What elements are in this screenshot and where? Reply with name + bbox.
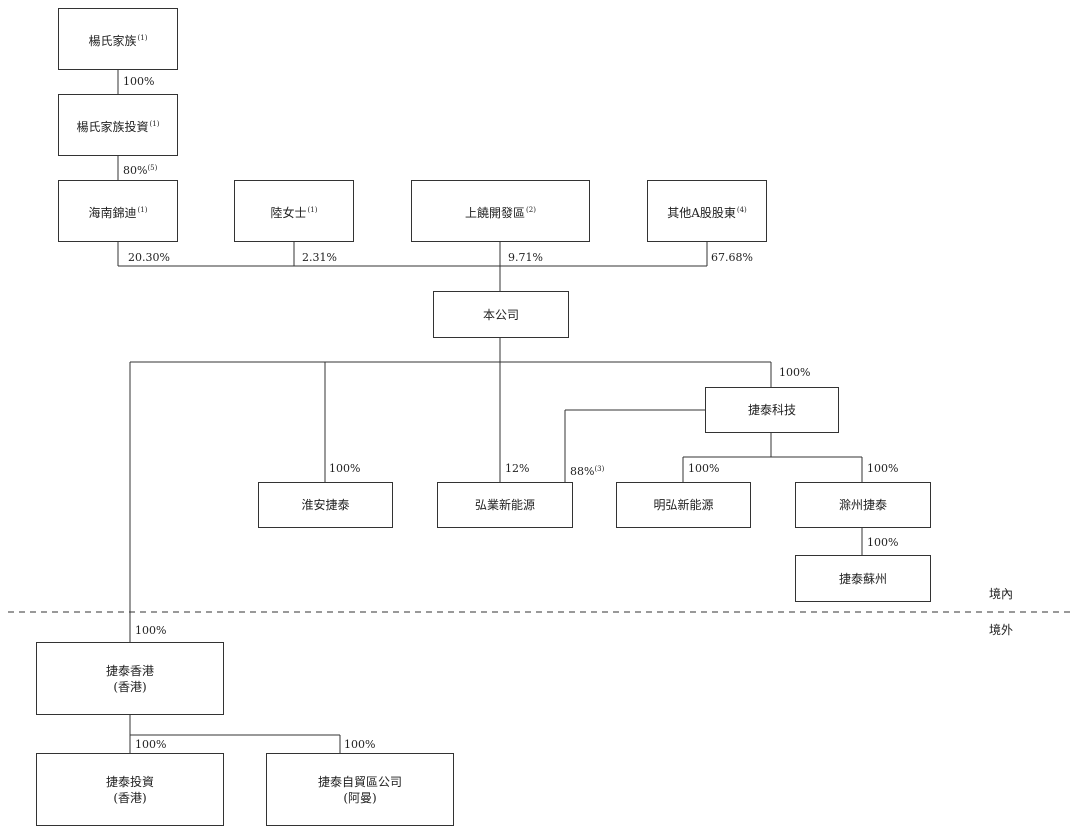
entity-name: 捷泰自貿區公司 (317, 774, 402, 789)
footnote-marker: (1) (149, 119, 160, 128)
entity-name: 滁州捷泰 (838, 498, 887, 512)
entity-jurisdiction: (阿曼) (343, 790, 377, 805)
entity-shangrao-development-zone: 上饒開發區(2) (411, 180, 590, 242)
entity-company: 本公司 (433, 291, 569, 338)
pct-value: 80% (123, 164, 148, 177)
pct-hainan-to-company: 20.30% (128, 251, 170, 264)
entity-jietai-hong-kong: 捷泰香港 (香港) (36, 642, 224, 715)
footnote-marker: (1) (137, 205, 148, 214)
region-label-domestic: 境內 (989, 587, 1014, 601)
pct-tech-to-minghong: 100% (688, 462, 720, 475)
pct-investment-to-hainan: 80%(5) (123, 162, 157, 177)
pct-lu-to-company: 2.31% (302, 251, 337, 264)
entity-name: 明弘新能源 (653, 498, 714, 512)
entity-name: 弘業新能源 (474, 498, 535, 512)
footnote-marker: (2) (526, 205, 536, 214)
entity-hongye-new-energy: 弘業新能源 (437, 482, 573, 528)
pct-company-to-hongye: 12% (505, 462, 530, 475)
pct-company-to-hk: 100% (135, 624, 167, 637)
pct-family-to-investment: 100% (123, 75, 155, 88)
entity-other-a-shareholders: 其他A股股東(4) (647, 180, 767, 242)
footnote-marker: (1) (307, 205, 318, 214)
footnote-marker: (3) (594, 465, 605, 473)
pct-value: 88% (570, 465, 595, 478)
entity-minghong-new-energy: 明弘新能源 (616, 482, 751, 528)
region-label-overseas: 境外 (989, 623, 1014, 637)
entity-jurisdiction: (香港) (113, 790, 147, 805)
entity-huaian-jietai: 淮安捷泰 (258, 482, 393, 528)
footnote-marker: (1) (137, 33, 148, 42)
entity-yang-family-investment: 楊氏家族投資(1) (58, 94, 178, 156)
entity-jietai-tech: 捷泰科技 (705, 387, 839, 433)
entity-name: 楊氏家族 (88, 33, 137, 48)
pct-other-to-company: 67.68% (711, 251, 753, 264)
entity-jietai-free-trade-zone: 捷泰自貿區公司 (阿曼) (266, 753, 454, 826)
pct-shangrao-to-company: 9.71% (508, 251, 543, 264)
entity-name: 淮安捷泰 (301, 498, 350, 512)
entity-jurisdiction: (香港) (113, 679, 147, 694)
entity-name: 楊氏家族投資 (76, 119, 149, 134)
footnote-marker: (5) (147, 164, 158, 172)
entity-name: 捷泰投資 (105, 774, 154, 789)
entity-yang-family: 楊氏家族(1) (58, 8, 178, 70)
entity-name: 陸女士 (270, 205, 307, 220)
entity-name: 捷泰蘇州 (838, 571, 887, 586)
entity-jietai-investment: 捷泰投資 (香港) (36, 753, 224, 826)
pct-tech-to-hongye: 88%(3) (570, 463, 604, 478)
entity-name: 本公司 (482, 307, 519, 322)
entity-chuzhou-jietai: 滁州捷泰 (795, 482, 931, 528)
pct-company-to-huaian: 100% (329, 462, 361, 475)
footnote-marker: (4) (736, 205, 747, 214)
pct-hk-to-ftz: 100% (344, 738, 376, 751)
entity-name: 上饒開發區 (465, 205, 526, 220)
pct-hk-to-investment: 100% (135, 738, 167, 751)
entity-ms-lu: 陸女士(1) (234, 180, 354, 242)
entity-jietai-suzhou: 捷泰蘇州 (795, 555, 931, 602)
entity-name: 其他A股股東 (667, 205, 736, 220)
pct-tech-to-chuzhou: 100% (867, 462, 899, 475)
entity-name: 海南錦迪 (88, 205, 137, 220)
entity-name: 捷泰香港 (105, 663, 154, 678)
entity-hainan-jindi: 海南錦迪(1) (58, 180, 178, 242)
entity-name: 捷泰科技 (747, 403, 796, 417)
pct-company-to-jietai-tech: 100% (779, 366, 811, 379)
pct-chuzhou-to-suzhou: 100% (867, 536, 899, 549)
